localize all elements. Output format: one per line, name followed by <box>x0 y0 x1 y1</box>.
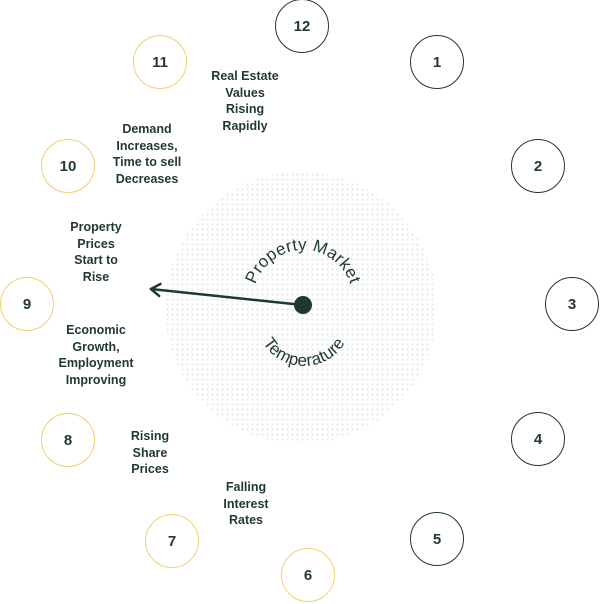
position-11-number: 11 <box>152 53 168 71</box>
position-8-circle: 8 <box>41 413 95 467</box>
position-12-number: 12 <box>293 17 311 35</box>
position-2-number: 2 <box>533 157 543 175</box>
stage-line: Improving <box>65 372 127 387</box>
stage-line: Demand <box>122 122 172 136</box>
stage-line: Falling <box>225 480 267 494</box>
position-10-circle: 10 <box>41 139 95 193</box>
position-7-circle: 7 <box>145 514 199 568</box>
stage-line: Prices <box>77 236 115 251</box>
position-9-number: 9 <box>22 295 32 313</box>
position-4-number: 4 <box>533 430 543 448</box>
position-1-number: 1 <box>432 53 442 71</box>
title-bottom-text: Temperature <box>259 334 348 370</box>
stage-label-demand-increases: Demand Increases, Time to sell Decreases <box>102 121 192 187</box>
clock-hand <box>149 287 305 307</box>
stage-label-falling-interest-rates: Falling Interest Rates <box>210 479 282 529</box>
stage-line: Growth, <box>72 339 120 354</box>
clock-hand-pivot <box>294 296 312 314</box>
stage-line: Rise <box>82 269 110 284</box>
stage-label-property-prices-rise: Property Prices Start to Rise <box>60 219 132 285</box>
stage-line: Rapidly <box>222 118 268 133</box>
stage-line: Start to <box>74 253 118 267</box>
stage-line: Values <box>225 85 265 100</box>
position-5-circle: 5 <box>410 512 464 566</box>
position-5-number: 5 <box>432 530 442 548</box>
stage-line: Decreases <box>115 171 179 186</box>
stage-line: Rising <box>130 429 170 443</box>
position-8-number: 8 <box>63 431 73 449</box>
stage-line: Share <box>132 445 168 460</box>
stage-line: Economic <box>66 323 126 337</box>
stage-line: Rates <box>228 513 264 527</box>
stage-line: Real Estate <box>211 69 279 83</box>
position-6-number: 6 <box>303 566 313 584</box>
position-6-circle: 6 <box>281 548 335 602</box>
stage-label-real-estate-values: Real Estate Values Rising Rapidly <box>200 68 290 134</box>
stage-line: Time to sell <box>112 155 182 169</box>
position-9-circle: 9 <box>0 277 54 331</box>
position-12-circle: 12 <box>275 0 329 53</box>
stage-line: Employment <box>58 356 134 370</box>
title-top: Property Market <box>241 235 364 286</box>
position-2-circle: 2 <box>511 139 565 193</box>
position-11-circle: 11 <box>133 35 187 89</box>
title-bottom: Temperature <box>259 334 348 370</box>
position-3-number: 3 <box>567 295 577 313</box>
clock-hand-arrowhead <box>149 282 162 298</box>
stage-label-economic-growth: Economic Growth, Employment Improving <box>50 322 142 388</box>
stage-label-rising-share-prices: Rising Share Prices <box>118 428 182 478</box>
title-top-text: Property Market <box>241 235 364 286</box>
stage-line: Interest <box>223 496 269 511</box>
stage-line: Prices <box>131 462 169 476</box>
stage-line: Property <box>70 220 122 234</box>
position-7-number: 7 <box>167 532 177 550</box>
position-3-circle: 3 <box>545 277 599 331</box>
position-10-number: 10 <box>59 157 77 175</box>
stage-line: Increases, <box>116 138 178 153</box>
position-4-circle: 4 <box>511 412 565 466</box>
stage-line: Rising <box>225 102 265 116</box>
position-1-circle: 1 <box>410 35 464 89</box>
